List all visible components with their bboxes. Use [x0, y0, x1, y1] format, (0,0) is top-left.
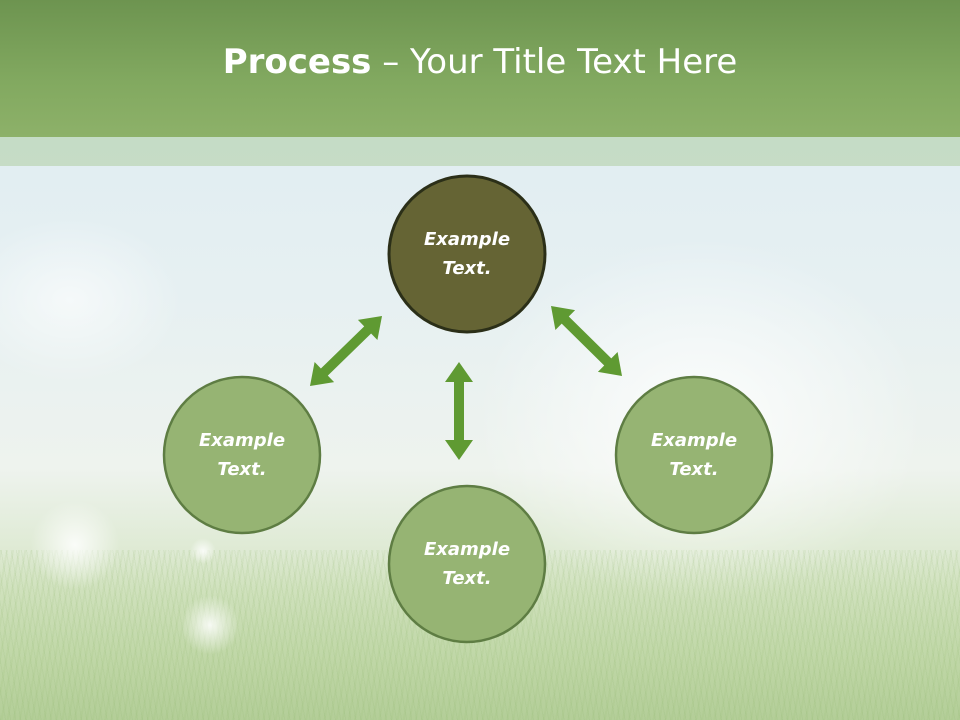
title-rest: – Your Title Text Here	[371, 41, 738, 82]
bokeh-light	[190, 538, 216, 564]
title-underband	[0, 137, 960, 166]
arrows-group	[310, 306, 622, 460]
nodes-group	[162, 174, 774, 644]
double-arrow-left	[310, 316, 382, 386]
node-circle-right[interactable]	[614, 375, 774, 535]
double-arrow-right	[551, 306, 622, 376]
slide-title[interactable]: Process – Your Title Text Here	[223, 42, 738, 82]
node-circle-bottom[interactable]	[387, 484, 547, 644]
node-circle-top[interactable]	[387, 174, 547, 334]
title-bar: Process – Your Title Text Here	[0, 0, 960, 137]
double-arrow-center	[445, 362, 473, 460]
bokeh-light	[180, 595, 240, 655]
bokeh-light	[30, 500, 120, 590]
node-circle-left[interactable]	[162, 375, 322, 535]
title-bold: Process	[222, 41, 372, 82]
